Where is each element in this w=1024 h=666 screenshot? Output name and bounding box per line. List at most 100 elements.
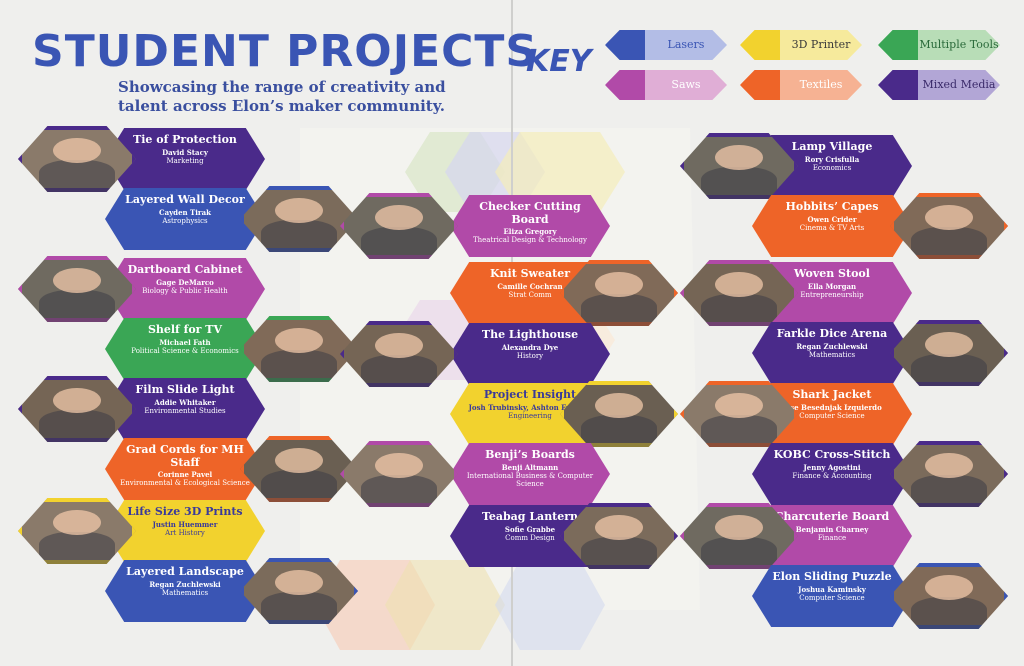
student-photo [680, 503, 798, 569]
student-name: Eliza Gregory [503, 227, 557, 237]
student-major: History [516, 351, 544, 360]
student-name: Cayden Tirak [159, 207, 211, 217]
student-major: Political Science & Economics [131, 346, 239, 355]
project-title: Shark Jacket [792, 388, 872, 401]
student-photo [890, 193, 1008, 259]
key-label: Saws [671, 78, 701, 91]
student-name: Regan Zuchlewski [149, 579, 221, 589]
project-title: Shelf for TV [147, 323, 223, 336]
student-name: Corinne Pavel [157, 470, 213, 480]
project-title: Woven Stool [794, 267, 870, 280]
student-major: Cinema & TV Arts [799, 223, 865, 232]
key-item-mixed-media: Mixed Media [878, 70, 1000, 100]
project-title: Layered Landscape [126, 565, 244, 578]
project-title: Lamp Village [791, 140, 873, 153]
key-label: Multiple Tools [919, 38, 999, 51]
student-name: Benji Altmann [501, 462, 559, 472]
student-major: Finance & Accounting [792, 471, 872, 480]
student-major: Environmental & Ecological Science [120, 479, 250, 488]
project-title: Elon Sliding Puzzle [772, 570, 892, 583]
key-label: Textiles [799, 78, 843, 91]
student-major: Comm Design [505, 533, 555, 542]
project-title: Project Insight [483, 388, 577, 401]
page-subtitle: Showcasing the range of creativity and t… [118, 78, 446, 115]
student-major: Strat Comm [508, 290, 552, 299]
student-name: Regan Zuchlewski [796, 341, 868, 351]
student-name: David Stacy [162, 147, 208, 157]
student-name: Joshua Kaminsky [798, 584, 866, 594]
student-photo [560, 260, 678, 326]
student-major: Astrophysics [162, 216, 208, 225]
student-major: Environmental Studies [144, 406, 226, 415]
page-title: STUDENT PROJECTS [32, 26, 539, 77]
student-major: Economics [812, 163, 852, 172]
student-major: Theatrical Design & Technology [472, 236, 587, 245]
key-title: KEY [526, 44, 592, 79]
student-name: Sofie Grabbe [504, 524, 556, 534]
student-photo [680, 260, 798, 326]
student-name: Jenny Agostini [803, 462, 861, 472]
student-name: Rory Crisfulla [804, 154, 860, 164]
project-title: Knit Sweater [489, 267, 571, 280]
student-photo [560, 503, 678, 569]
key-item-multiple-tools: Multiple Tools [878, 30, 1000, 60]
project-title: KOBC Cross-Stitch [773, 448, 891, 461]
student-name: Ella Morgan [807, 281, 857, 291]
project-title: Film Slide Light [135, 383, 235, 396]
project-title: Hobbits’ Capes [785, 200, 879, 213]
student-major: International Business & Computer Scienc… [466, 471, 594, 488]
project-title: Layered Wall Decor [125, 193, 245, 206]
project-title: Grad Cords for MH Staff [126, 443, 244, 469]
project-title: Charcuterie Board [774, 510, 890, 523]
student-major: Engineering [508, 411, 552, 420]
student-name: Jose Besednjak Izquierdo [782, 402, 882, 412]
student-name: Gage DeMarco [156, 277, 214, 287]
student-name: Justin Huemmer [152, 519, 218, 529]
project-title: Checker Cutting Board [479, 200, 581, 226]
student-name: Alexandra Dye [501, 342, 559, 352]
project-title: Life Size 3D Prints [127, 505, 243, 518]
student-name: Owen Crider [807, 214, 857, 224]
student-major: Mathematics [161, 588, 209, 597]
project-title: The Lighthouse [481, 328, 579, 341]
project-title: Teabag Lantern [481, 510, 579, 523]
project-title: Farkle Dice Arena [776, 327, 888, 340]
key-label: Mixed Media [922, 78, 996, 91]
student-photo [890, 320, 1008, 386]
student-major: Computer Science [799, 593, 865, 602]
student-name: Michael Fath [159, 337, 211, 347]
student-major: Marketing [166, 156, 204, 165]
student-photo [890, 563, 1008, 629]
key-item-3d-printer: 3D Printer [740, 30, 862, 60]
student-major: Biology & Public Health [142, 286, 228, 295]
student-name: Josh Trubinsky, Ashton Franiak [468, 402, 592, 412]
key-item-textiles: Textiles [740, 70, 862, 100]
student-major: Finance [817, 533, 847, 542]
student-photo [560, 381, 678, 447]
